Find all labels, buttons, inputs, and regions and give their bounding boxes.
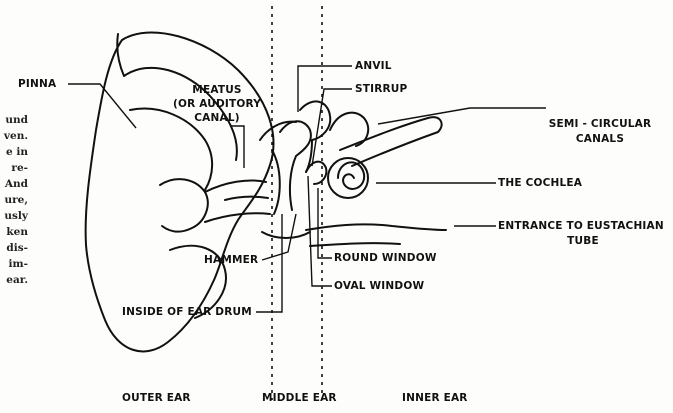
pinna-arrow — [68, 84, 136, 128]
concha — [160, 179, 208, 232]
hammer-bone — [280, 121, 311, 210]
semicircular-label-line2: CANALS — [546, 133, 654, 146]
side-text-line: ven. — [0, 128, 28, 144]
inner-ear-label: INNER EAR — [402, 392, 468, 405]
canal-lower-wall — [225, 197, 268, 200]
side-text-line: ear. — [0, 272, 28, 288]
round-window-arrow — [318, 188, 332, 258]
oval-window-label: OVAL WINDOW — [334, 280, 424, 293]
round-window-label: ROUND WINDOW — [334, 252, 437, 265]
ear-drum-arrow — [256, 214, 282, 312]
pinna-label: PINNA — [18, 78, 56, 91]
cochlea-outer — [328, 158, 368, 198]
side-text-line: And — [0, 176, 28, 192]
meatus-label-line1: MEATUS — [170, 84, 264, 97]
helix-inner-fold — [117, 34, 237, 160]
middle-ear-label: MIDDLE EAR — [262, 392, 337, 405]
stirrup-label: STIRRUP — [355, 83, 407, 96]
ear-drum — [272, 150, 280, 214]
eustachian-tube — [306, 224, 446, 246]
semicircular-label-line1: SEMI - CIRCULAR — [546, 118, 654, 131]
meatus-label-line2: (OR AUDITORY — [170, 98, 264, 111]
pinna-outline — [86, 32, 274, 351]
outer-ear-label: OUTER EAR — [122, 392, 191, 405]
meatus-label-line3: CANAL) — [170, 112, 264, 125]
side-text-line: usly — [0, 208, 28, 224]
side-text-line: und — [0, 112, 28, 128]
eustachian-label-line1: ENTRANCE TO EUSTACHIAN — [498, 220, 664, 233]
side-text-line: im- — [0, 256, 28, 272]
hammer-label: HAMMER — [204, 254, 258, 267]
side-text-line: re- — [0, 160, 28, 176]
anvil-label: ANVIL — [355, 60, 392, 73]
semicircular-arrow — [378, 108, 546, 124]
oval-window-arrow — [308, 176, 332, 286]
side-text-line: e in — [0, 144, 28, 160]
side-text-line: ure, — [0, 192, 28, 208]
ear-drum-label: INSIDE OF EAR DRUM — [122, 306, 252, 319]
side-text-line: dis- — [0, 240, 28, 256]
cochlea-label: THE COCHLEA — [498, 177, 582, 190]
middle-ear-cavity — [260, 122, 310, 238]
eustachian-label-line2: TUBE — [498, 235, 668, 248]
side-text-line: ken — [0, 224, 28, 240]
